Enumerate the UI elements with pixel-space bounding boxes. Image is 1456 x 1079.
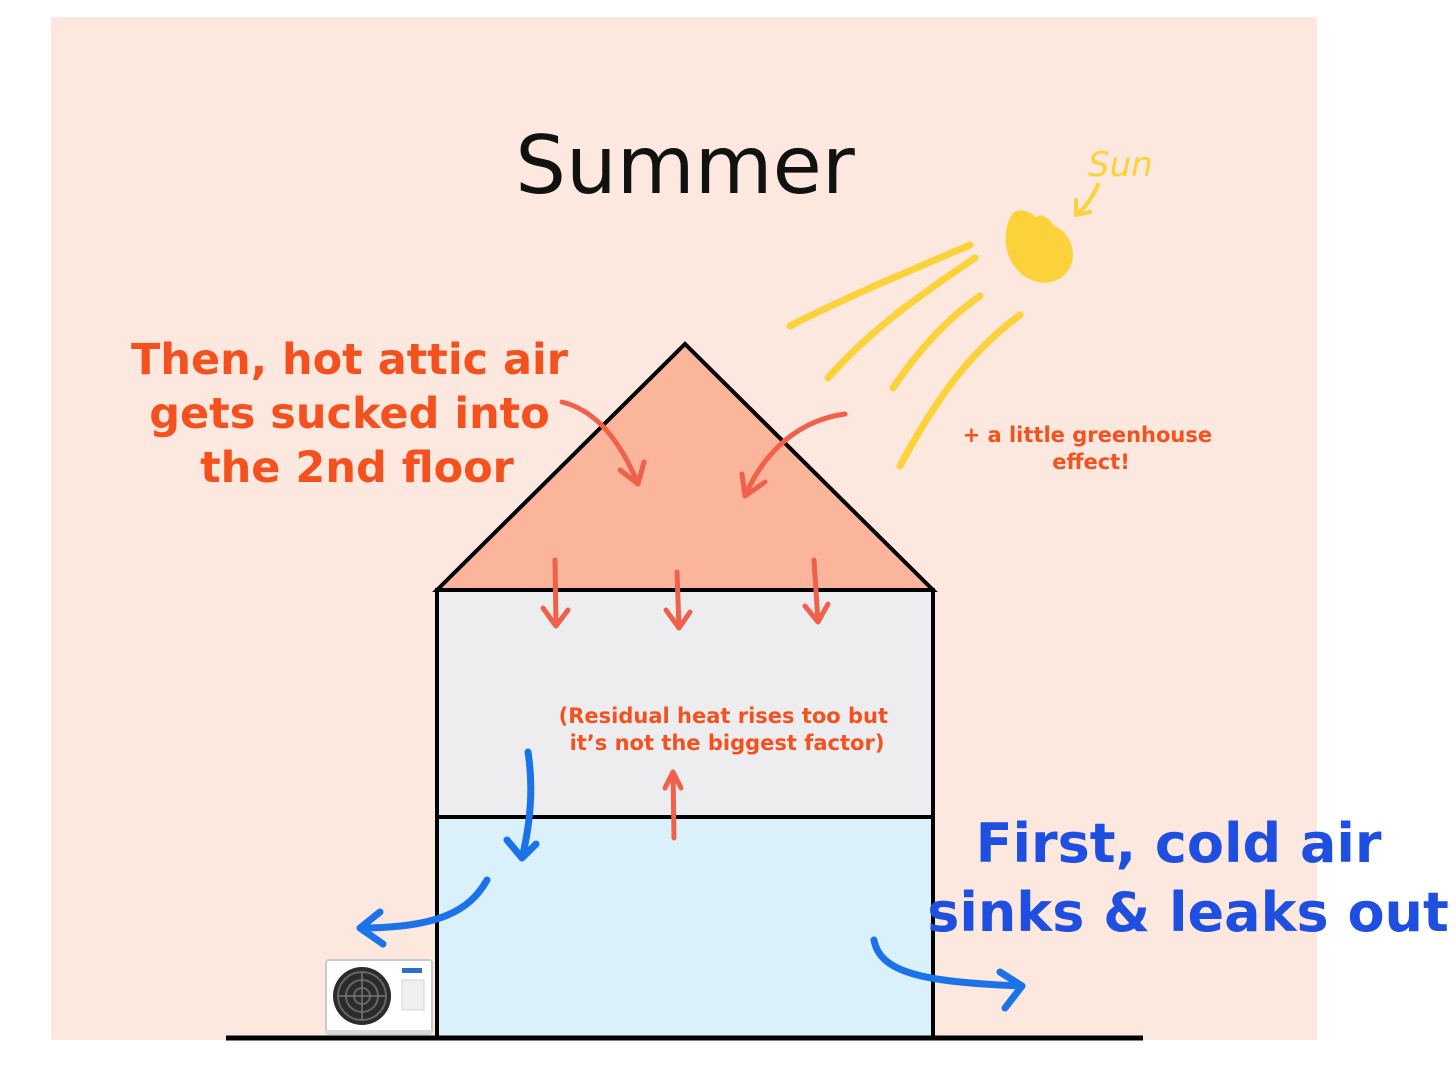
attic-inflow-arrow-left [559, 399, 647, 487]
attic-air-label-line-3: the 2nd floor [200, 443, 515, 493]
cold-air-label-line-1: First, cold air [976, 812, 1382, 875]
cold-air-label: First, cold air sinks & leaks out [927, 812, 1449, 944]
down-arrow-1 [540, 557, 571, 629]
residual-heat-note: (Residual heat rises too but it’s not th… [559, 704, 896, 755]
greenhouse-note-line-1: + a little greenhouse [963, 423, 1213, 447]
attic-air-label-line-2: gets sucked into [149, 389, 550, 439]
cold-air-leak-left-arrow [356, 876, 491, 948]
cold-air-arrows [356, 748, 1026, 1012]
attic-air-label-line-1: Then, hot attic air [131, 335, 569, 385]
attic-inflow-arrow-right [739, 411, 848, 499]
residual-heat-line-2: it’s not the biggest factor) [570, 731, 885, 755]
greenhouse-note: + a little greenhouse effect! [963, 423, 1220, 474]
sun-pointer-arrow [1074, 183, 1100, 217]
residual-heat-up-arrow [662, 769, 684, 841]
diagram-title: Summer [515, 119, 855, 212]
attic-air-label: Then, hot attic air gets sucked into the… [131, 335, 583, 493]
cold-air-label-line-2: sinks & leaks out [927, 881, 1449, 944]
down-arrow-2 [663, 569, 693, 631]
sun-label: Sun [1088, 145, 1153, 185]
cold-air-leak-right-arrow [870, 936, 1026, 1012]
greenhouse-note-line-2: effect! [1052, 450, 1130, 474]
cold-air-sink-arrow [503, 748, 540, 862]
hot-air-arrows [540, 399, 848, 841]
outdoor-ac-unit-icon [325, 959, 433, 1035]
down-arrow-3 [802, 557, 831, 625]
second-floor [435, 588, 935, 819]
residual-heat-line-1: (Residual heat rises too but [559, 704, 888, 728]
house [432, 341, 938, 1040]
sun-icon [786, 210, 1073, 470]
